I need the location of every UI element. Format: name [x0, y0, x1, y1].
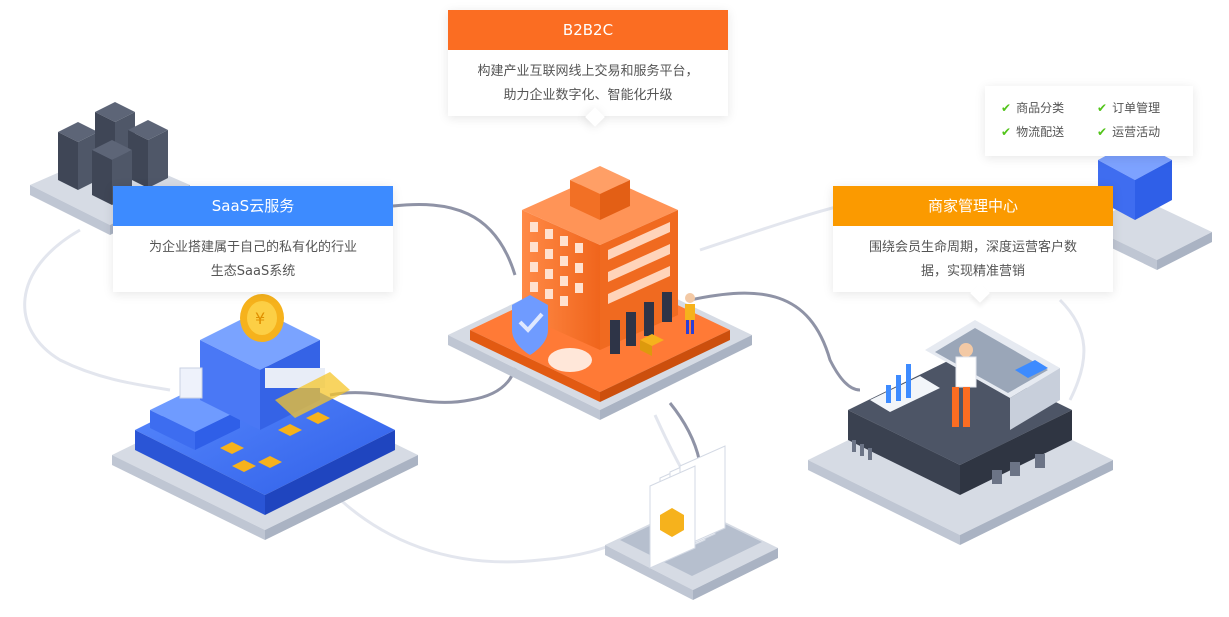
feature-label: 订单管理: [1112, 101, 1161, 115]
saas-description: 为企业搭建属于自己的私有化的行业 生态SaaS系统: [113, 226, 393, 296]
merchant-center-description: 围绕会员生命周期，深度运营客户数 据，实现精准营销: [833, 226, 1113, 296]
b2b2c-title: B2B2C: [448, 10, 728, 50]
check-icon: ✔: [1097, 101, 1108, 115]
check-icon: ✔: [1001, 101, 1012, 115]
saas-desc-line-1: 为企业搭建属于自己的私有化的行业: [148, 240, 357, 255]
saas-card: SaaS云服务 为企业搭建属于自己的私有化的行业 生态SaaS系统: [113, 186, 393, 292]
merchant-desc-line-2: 据，实现精准营销: [920, 264, 1025, 279]
feature-label: 运营活动: [1112, 125, 1161, 139]
document-stack-illustration: [605, 445, 778, 600]
b2b2c-building-illustration: [448, 166, 752, 420]
merchant-desc-line-1: 围绕会员生命周期，深度运营客户数: [868, 240, 1077, 255]
feature-item-product-category: ✔ 商品分类: [1001, 98, 1064, 118]
saas-desc-line-2: 生态SaaS系统: [210, 264, 296, 279]
feature-item-order-management: ✔ 订单管理: [1097, 98, 1160, 118]
feature-label: 物流配送: [1016, 125, 1065, 139]
b2b2c-card: B2B2C 构建产业互联网线上交易和服务平台， 助力企业数字化、智能化升级: [448, 10, 728, 116]
b2b2c-desc-line-2: 助力企业数字化、智能化升级: [503, 88, 673, 103]
merchant-console-illustration: [808, 320, 1113, 545]
b2b2c-description: 构建产业互联网线上交易和服务平台， 助力企业数字化、智能化升级: [448, 50, 728, 120]
check-icon: ✔: [1097, 125, 1108, 139]
saas-title: SaaS云服务: [113, 186, 393, 226]
b2b2c-desc-line-1: 构建产业互联网线上交易和服务平台，: [477, 64, 699, 79]
svg-text:¥: ¥: [255, 309, 265, 328]
feature-item-operations: ✔ 运营活动: [1097, 122, 1160, 142]
feature-label: 商品分类: [1016, 101, 1065, 115]
feature-checklist: ✔ 商品分类 ✔ 订单管理 ✔ 物流配送 ✔ 运营活动: [985, 86, 1193, 156]
feature-item-logistics: ✔ 物流配送: [1001, 122, 1064, 142]
merchant-center-card: 商家管理中心 围绕会员生命周期，深度运营客户数 据，实现精准营销: [833, 186, 1113, 292]
check-icon: ✔: [1001, 125, 1012, 139]
merchant-center-title: 商家管理中心: [833, 186, 1113, 226]
saas-shop-illustration: ¥: [112, 294, 418, 540]
